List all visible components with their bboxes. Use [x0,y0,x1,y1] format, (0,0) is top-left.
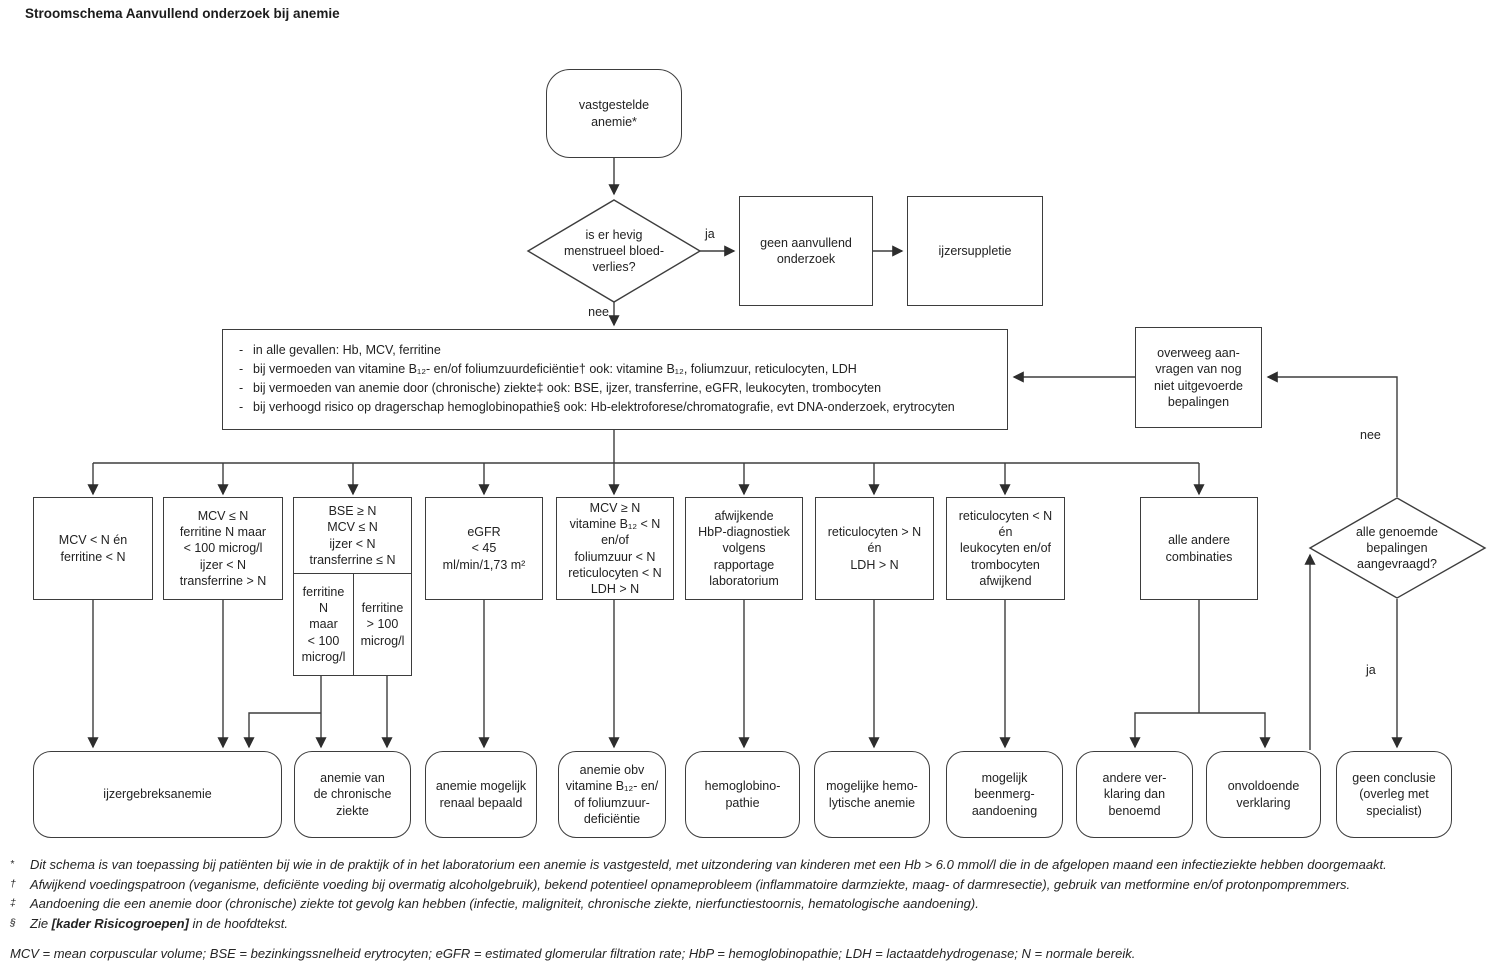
decision1-diamond-shape [526,199,702,303]
bullet-dash: - [239,400,244,414]
footnotes: * Dit schema is van toepassing bij patië… [10,857,1502,935]
tests-line: -bij vermoeden van vitamine B₁₂- en/of f… [239,360,997,379]
outcome-anemie-b12-foliumzuur: anemie obv vitamine B₁₂- en/ of foliumzu… [558,751,666,838]
footnote-double-dagger: ‡ Aandoening die een anemie door (chroni… [10,896,979,911]
footnote-section: § Zie [kader Risicogroepen] in de hoofdt… [10,916,1502,931]
decision2-diamond-shape [1308,497,1487,599]
condition-reticulocyten-hoog: reticulocyten > N én LDH > N [815,497,934,600]
condition-mcv-hoog-b12: MCV ≥ N vitamine B₁₂ < N en/of foliumzuu… [556,497,674,600]
condition-bse-top: BSE ≥ N MCV ≤ N ijzer < N transferrine ≤… [294,498,411,574]
edge-label-ja-1: ja [705,227,715,241]
tests-line: -bij verhoogd risico op dragerschap hemo… [239,398,997,417]
edge-label-nee-2: nee [1360,428,1381,442]
footnote-marker: * [10,858,15,870]
condition-mcv-ferritine-laag: MCV < N én ferritine < N [33,497,153,600]
footnote-marker: ‡ [10,897,16,909]
condition-bse-subcells: ferritine N maar < 100 microg/l ferritin… [294,574,411,675]
arrow-c9-to-andere-verklaring [1129,712,1199,749]
footnote-section-text: Zie [kader Risicogroepen] in de hoofdtek… [30,915,288,931]
condition-mcv-ferritine-n: MCV ≤ N ferritine N maar < 100 microg/l … [163,497,283,600]
condition-egfr: eGFR < 45 ml/min/1,73 m² [425,497,543,600]
arrow-subleft-to-ijzergebreksanemie [243,712,321,749]
footnote-marker: § [10,916,16,929]
page-title: Stroomschema Aanvullend onderzoek bij an… [25,6,340,21]
bullet-dash: - [239,381,244,395]
footnote-marker: † [10,877,16,890]
tests-line: -in alle gevallen: Hb, MCV, ferritine [239,341,997,360]
outcome-anemie-chronische-ziekte: anemie van de chronische ziekte [294,751,411,838]
overweeg-aanvragen-box: overweeg aan- vragen van nog niet uitgev… [1135,327,1262,428]
abbreviation-legend: MCV = mean corpuscular volume; BSE = bez… [10,946,1136,961]
condition-bse-split-box: BSE ≥ N MCV ≤ N ijzer < N transferrine ≤… [293,497,412,676]
outcome-ijzergebreksanemie: ijzergebreksanemie [33,751,282,838]
bullet-dash: - [239,343,244,357]
condition-hbp-diagnostiek: afwijkende HbP-diagnostiek volgens rappo… [685,497,803,600]
outcome-hemoglobinopathie: hemoglobino- pathie [685,751,800,838]
arrow-c9-to-onvoldoende [1199,712,1271,749]
edge-label-nee-1: nee [588,305,609,319]
start-node: vastgestelde anemie* [546,69,682,158]
condition-reticulocyten-laag: reticulocyten < N én leukocyten en/of tr… [946,497,1065,600]
initial-tests-box: -in alle gevallen: Hb, MCV, ferritine -b… [222,329,1008,430]
footnote-dagger: † Afwijkend voedingspatroon (veganisme, … [10,876,1351,892]
condition-alle-andere-combinaties: alle andere combinaties [1140,497,1258,600]
decision-menstrueel-bloedverlies: is er hevig menstrueel bloed- verlies? [563,227,665,275]
decision-bepalingen-aangevraagd: alle genoemde bepalingen aangevraagd? [1355,524,1438,572]
arrow-nee-to-overweeg [1266,371,1398,497]
outcome-andere-verklaring: andere ver- klaring dan benoemd [1076,751,1193,838]
bullet-dash: - [239,362,244,376]
outcome-geen-conclusie: geen conclusie (overleg met specialist) [1336,751,1452,838]
outcome-onvoldoende-verklaring: onvoldoende verklaring [1206,751,1321,838]
outcome-anemie-renaal: anemie mogelijk renaal bepaald [425,751,537,838]
tests-line: -bij vermoeden van anemie door (chronisc… [239,379,997,398]
outcome-beenmergaandoening: mogelijk beenmerg- aandoening [946,751,1063,838]
geen-aanvullend-onderzoek-box: geen aanvullend onderzoek [739,196,873,306]
subcell-ferritine-hoog: ferritine > 100 microg/l [360,601,405,648]
ijzersuppletie-box: ijzersuppletie [907,196,1043,306]
outcome-hemolytische-anemie: mogelijke hemo- lytische anemie [814,751,930,838]
footnote-asterisk: * Dit schema is van toepassing bij patië… [10,857,1387,872]
edge-label-ja-2: ja [1366,663,1376,677]
subcell-ferritine-n-maar: ferritine N maar < 100 microg/l [294,574,354,675]
